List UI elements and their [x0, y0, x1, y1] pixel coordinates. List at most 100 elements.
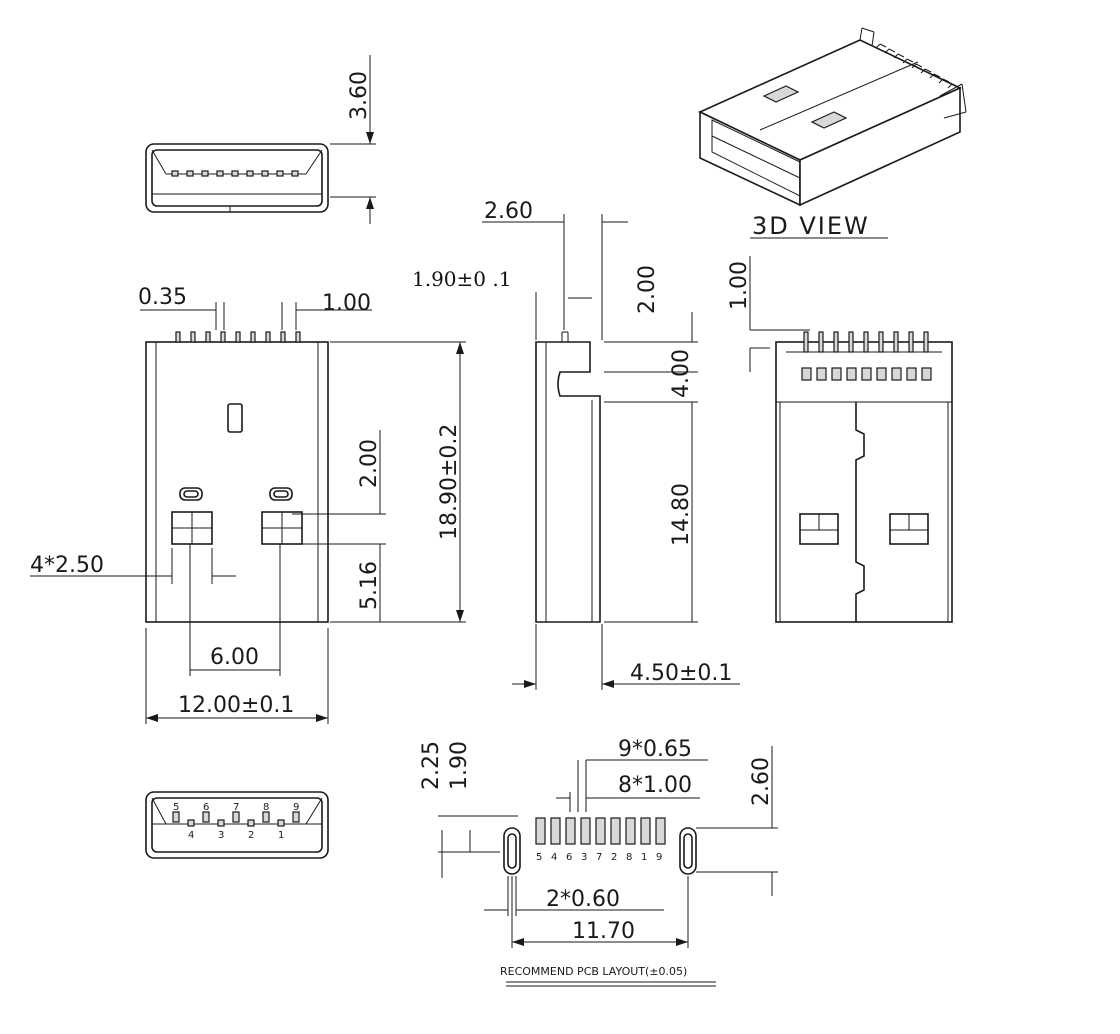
- dim-9x0-65: 9*0.65: [618, 737, 692, 762]
- contact-pin: [247, 819, 255, 827]
- contact-pin: [908, 331, 914, 353]
- iso-pin: [893, 53, 899, 59]
- contact-pin: [818, 331, 824, 353]
- iso-pin: [879, 43, 887, 48]
- pcb-pad: [625, 817, 636, 845]
- contact-pin: [232, 811, 240, 823]
- dim-1-00-back: 1.00: [727, 261, 752, 310]
- pcb-pin-number: 6: [566, 852, 572, 863]
- contact-pin: [175, 331, 181, 343]
- contact-pin: [220, 331, 226, 343]
- pcb-pad: [655, 817, 666, 845]
- iso-pin: [911, 63, 917, 69]
- contact-pin: [246, 170, 254, 177]
- contact-pin: [292, 811, 300, 823]
- dim-2-60-pcb: 2.60: [749, 757, 774, 806]
- contact-pin: [893, 331, 899, 353]
- contact-pin: [186, 170, 194, 177]
- end-view-top: 3.60: [145, 55, 376, 224]
- pcb-layout-note: RECOMMEND PCB LAYOUT(±0.05): [500, 965, 687, 978]
- iso-pin: [902, 58, 908, 64]
- iso-pin: [929, 73, 935, 79]
- solder-pad: [831, 367, 842, 381]
- contact-pin: [171, 170, 179, 177]
- solder-pad: [921, 367, 932, 381]
- iso-pin: [888, 48, 896, 53]
- contact-pin: [231, 170, 239, 177]
- iso-pin: [915, 63, 923, 68]
- dim-8x1-00: 8*1.00: [618, 773, 692, 798]
- view-title-3d: 3D VIEW: [752, 212, 870, 240]
- dim-4-00: 4.00: [669, 349, 694, 398]
- contact-pin: [216, 170, 224, 177]
- iso-pin: [942, 78, 950, 83]
- iso-pin: [875, 43, 881, 49]
- dim-2-60-side: 2.60: [484, 199, 533, 224]
- dim-3-60: 3.60: [347, 71, 372, 120]
- contact-pin: [190, 331, 196, 343]
- dim-11-70: 11.70: [572, 919, 635, 944]
- iso-pin: [884, 48, 890, 54]
- contact-pin: [923, 331, 929, 353]
- contact-pin: [187, 819, 195, 827]
- contact-pin: [202, 811, 210, 823]
- dim-2x0-60: 2*0.60: [546, 887, 620, 912]
- pcb-pin-number: 8: [626, 852, 632, 863]
- contact-pin: [205, 331, 211, 343]
- dim-4x2-50: 4*2.50: [30, 553, 104, 578]
- dim-1-90-pcb: 1.90: [447, 741, 472, 790]
- pin-number: 9: [293, 802, 299, 813]
- pcb-pad: [580, 817, 591, 845]
- pcb-pin-number: 1: [641, 852, 647, 863]
- iso-pin: [924, 68, 932, 73]
- pcb-pad: [565, 817, 576, 845]
- pcb-pad: [610, 817, 621, 845]
- back-view: 1.00: [727, 256, 953, 623]
- contact-pin: [261, 170, 269, 177]
- dim-14-80: 14.80: [669, 483, 694, 546]
- dim-1-00-front: 1.00: [322, 291, 371, 316]
- dim-18-90: 18.90±0.2: [437, 424, 462, 540]
- pcb-pin-number: 2: [611, 852, 617, 863]
- pcb-pin-number: 4: [551, 852, 557, 863]
- pcb-pad: [535, 817, 546, 845]
- pin-number: 2: [248, 830, 254, 841]
- contact-pin: [878, 331, 884, 353]
- contact-pin: [276, 170, 284, 177]
- solder-pad: [876, 367, 887, 381]
- contact-pin: [201, 170, 209, 177]
- iso-pin: [933, 73, 941, 78]
- contact-pin: [262, 811, 270, 823]
- pin-number: 3: [218, 830, 224, 841]
- pcb-pad: [550, 817, 561, 845]
- pin-number: 6: [203, 802, 209, 813]
- dim-2-00-front: 2.00: [357, 439, 382, 488]
- dim-5-16: 5.16: [357, 561, 382, 610]
- dim-1-90-side: 1.90±0 .1: [412, 267, 511, 291]
- solder-pad: [891, 367, 902, 381]
- pcb-pad: [595, 817, 606, 845]
- contact-pin: [291, 170, 299, 177]
- iso-pin: [897, 53, 905, 58]
- dim-6-00: 6.00: [210, 645, 259, 670]
- contact-pin: [833, 331, 839, 353]
- pin-number: 4: [188, 830, 194, 841]
- solder-pad: [846, 367, 857, 381]
- pcb-pin-number: 9: [656, 852, 662, 863]
- contact-pin: [295, 331, 301, 343]
- dim-0-35: 0.35: [138, 285, 187, 310]
- dim-2-00-side: 2.00: [635, 265, 660, 314]
- contact-pin: [848, 331, 854, 353]
- iso-pin: [947, 83, 953, 89]
- iso-pin: [938, 78, 944, 84]
- contact-pin: [172, 811, 180, 823]
- solder-pad: [861, 367, 872, 381]
- front-view: 0.35 1.00 18.90±0.2 2.00 5.16 4*2.50 6.0…: [30, 285, 466, 724]
- pcb-pin-number: 7: [596, 852, 602, 863]
- solder-pad: [906, 367, 917, 381]
- contact-pin: [277, 819, 285, 827]
- iso-view: 3D VIEW: [698, 27, 967, 240]
